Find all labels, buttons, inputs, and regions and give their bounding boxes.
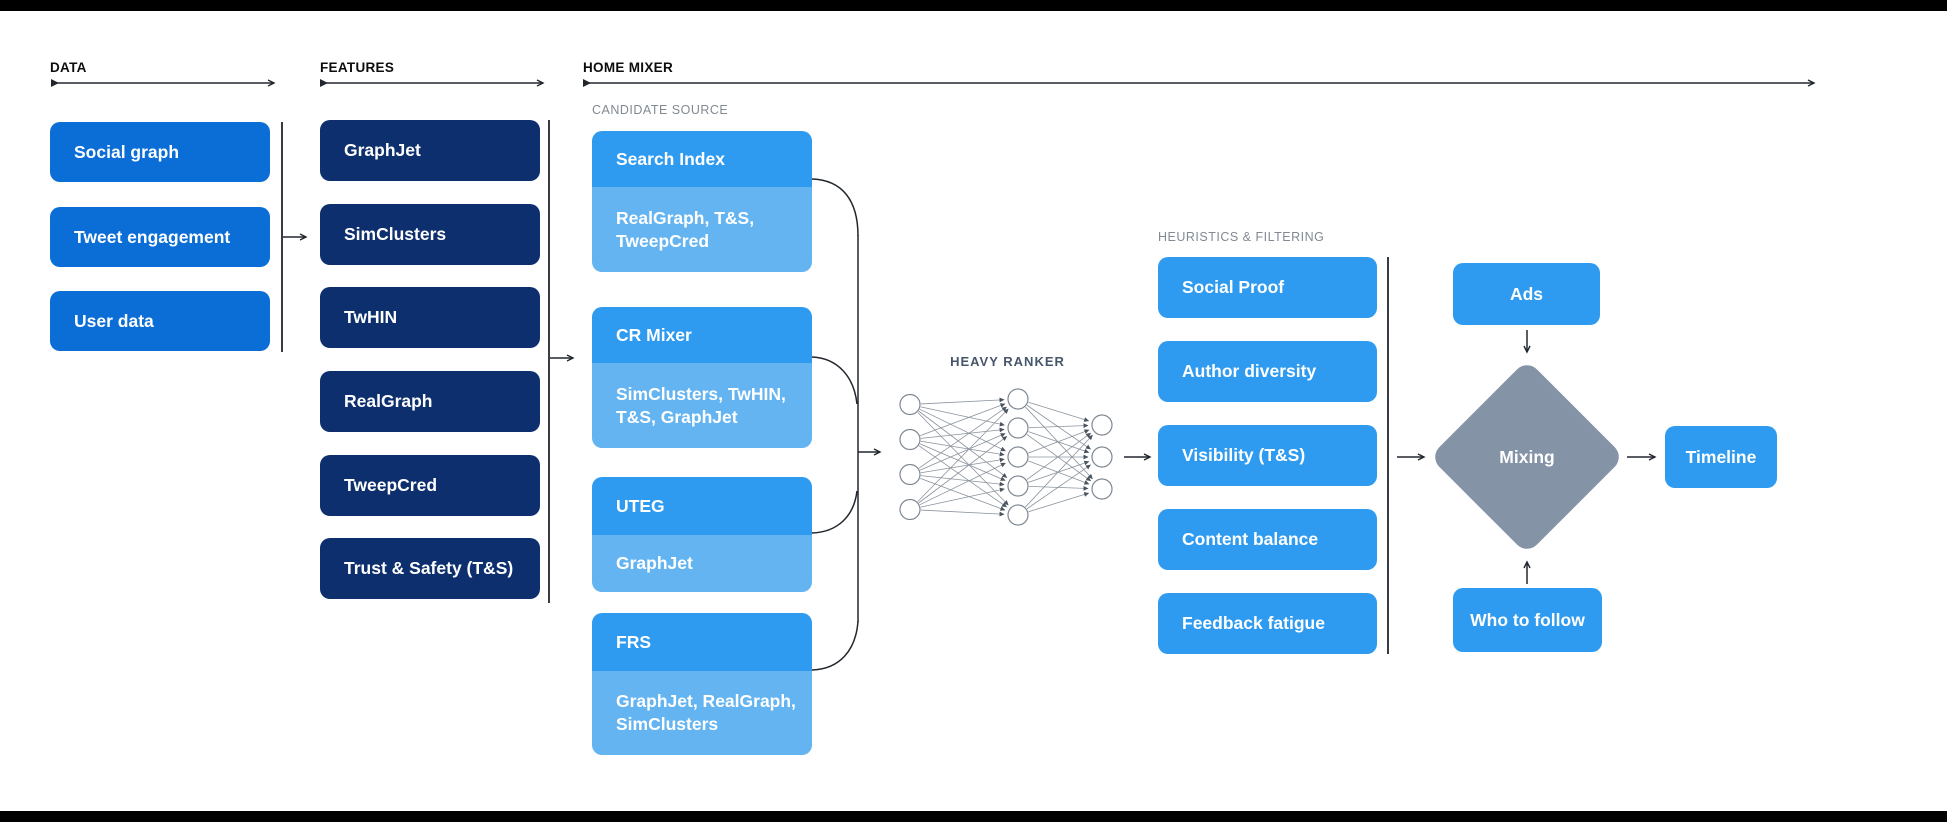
nn-edge: [920, 440, 1005, 457]
heuristics-box-feedback-fatigue: Feedback fatigue: [1158, 593, 1377, 654]
nn-edge: [1028, 429, 1090, 454]
candidate-source-label: CANDIDATE SOURCE: [592, 103, 729, 117]
nn-node: [899, 393, 921, 416]
mixing-diamond-label: Mixing: [1499, 446, 1555, 467]
data-section-label: DATA: [50, 60, 87, 75]
nn-node: [899, 463, 921, 486]
candidate-group-uteg: UTEG GraphJet: [592, 477, 812, 592]
frs-connector: [811, 620, 859, 671]
nn-edge: [1028, 460, 1090, 485]
nn-edge: [919, 462, 1006, 506]
data-box-social-graph: Social graph: [50, 122, 270, 182]
candidate-sub: RealGraph, T&S, TweepCred: [592, 187, 812, 272]
nn-edge: [920, 427, 1005, 439]
nn-edge: [919, 433, 1006, 471]
nn-edge: [1028, 401, 1090, 422]
candidate-group-frs: FRS GraphJet, RealGraph, SimClusters: [592, 613, 812, 755]
candidate-sub: GraphJet, RealGraph, SimClusters: [592, 671, 812, 755]
nn-node: [899, 498, 921, 521]
candidate-sub: GraphJet: [592, 535, 812, 592]
nn-node: [1007, 417, 1029, 439]
nn-node: [1007, 388, 1029, 410]
nn-edge: [918, 406, 1007, 469]
features-box-simclusters: SimClusters: [320, 204, 540, 265]
nn-edge: [919, 443, 1006, 481]
nn-node: [1007, 504, 1029, 526]
nn-edge: [1026, 432, 1092, 480]
nn-edge: [920, 403, 1006, 437]
candidate-sub: SimClusters, TwHIN, T&S, GraphJet: [592, 363, 812, 448]
nn-edge: [920, 475, 1005, 487]
candidate-group-cr-mixer: CR Mixer SimClusters, TwHIN, T&S, GraphJ…: [592, 307, 812, 448]
heuristics-box-author-diversity: Author diversity: [1158, 341, 1377, 402]
nn-edge: [918, 436, 1008, 504]
nn-edge: [920, 406, 1005, 427]
nn-edge: [1028, 423, 1089, 429]
nn-edge: [1028, 492, 1090, 513]
nn-node: [1091, 414, 1113, 436]
heuristics-box-content-balance: Content balance: [1158, 509, 1377, 570]
data-box-user-data: User data: [50, 291, 270, 351]
features-box-graphjet: GraphJet: [320, 120, 540, 181]
timeline-box: Timeline: [1665, 426, 1777, 488]
top-black-bar: [0, 0, 1947, 11]
search-index-connector: [811, 178, 859, 237]
home-mixer-section-label: HOME MIXER: [583, 60, 674, 75]
nn-edge: [1026, 434, 1092, 482]
nn-edge: [919, 408, 1006, 452]
nn-edge: [920, 477, 1006, 511]
candidate-title: CR Mixer: [592, 307, 812, 363]
candidate-title: Search Index: [592, 131, 812, 187]
nn-edge: [920, 487, 1005, 508]
nn-edge: [1026, 404, 1091, 450]
who-to-follow-box: Who to follow: [1453, 588, 1602, 652]
features-box-realgraph: RealGraph: [320, 371, 540, 432]
nn-edge: [1026, 464, 1091, 510]
nn-edge: [1025, 406, 1093, 480]
heuristics-box-visibility: Visibility (T&S): [1158, 425, 1377, 486]
ads-box: Ads: [1453, 263, 1600, 325]
nn-edge: [918, 410, 1008, 478]
nn-edge: [918, 445, 1007, 508]
nn-edge: [917, 408, 1009, 502]
heuristics-filtering-label: HEURISTICS & FILTERING: [1158, 230, 1325, 244]
features-box-trust-safety: Trust & Safety (T&S): [320, 538, 540, 599]
candidate-title: FRS: [592, 613, 812, 671]
heuristics-box-social-proof: Social Proof: [1158, 257, 1377, 318]
heavy-ranker-label: HEAVY RANKER: [950, 354, 1065, 369]
nn-edge: [920, 457, 1005, 474]
nn-edge: [920, 509, 1005, 517]
features-section-label: FEATURES: [320, 60, 395, 75]
nn-edge: [920, 397, 1005, 405]
bottom-black-bar: [0, 811, 1947, 822]
features-box-tweepcred: TweepCred: [320, 455, 540, 516]
nn-edge: [917, 412, 1009, 506]
cr-mixer-connector: [811, 356, 858, 405]
data-box-tweet-engagement: Tweet engagement: [50, 207, 270, 267]
nn-node: [1091, 478, 1113, 500]
nn-node: [1007, 446, 1029, 468]
nn-node: [1007, 475, 1029, 497]
features-box-twhin: TwHIN: [320, 287, 540, 348]
nn-node: [899, 428, 921, 451]
candidate-title: UTEG: [592, 477, 812, 535]
uteg-connector: [811, 490, 858, 534]
candidate-group-search-index: Search Index RealGraph, T&S, TweepCred: [592, 131, 812, 272]
heavy-ranker-network: [899, 388, 1113, 526]
nn-node: [1091, 446, 1113, 468]
nn-edge: [1028, 431, 1090, 454]
nn-edge: [1025, 434, 1093, 508]
